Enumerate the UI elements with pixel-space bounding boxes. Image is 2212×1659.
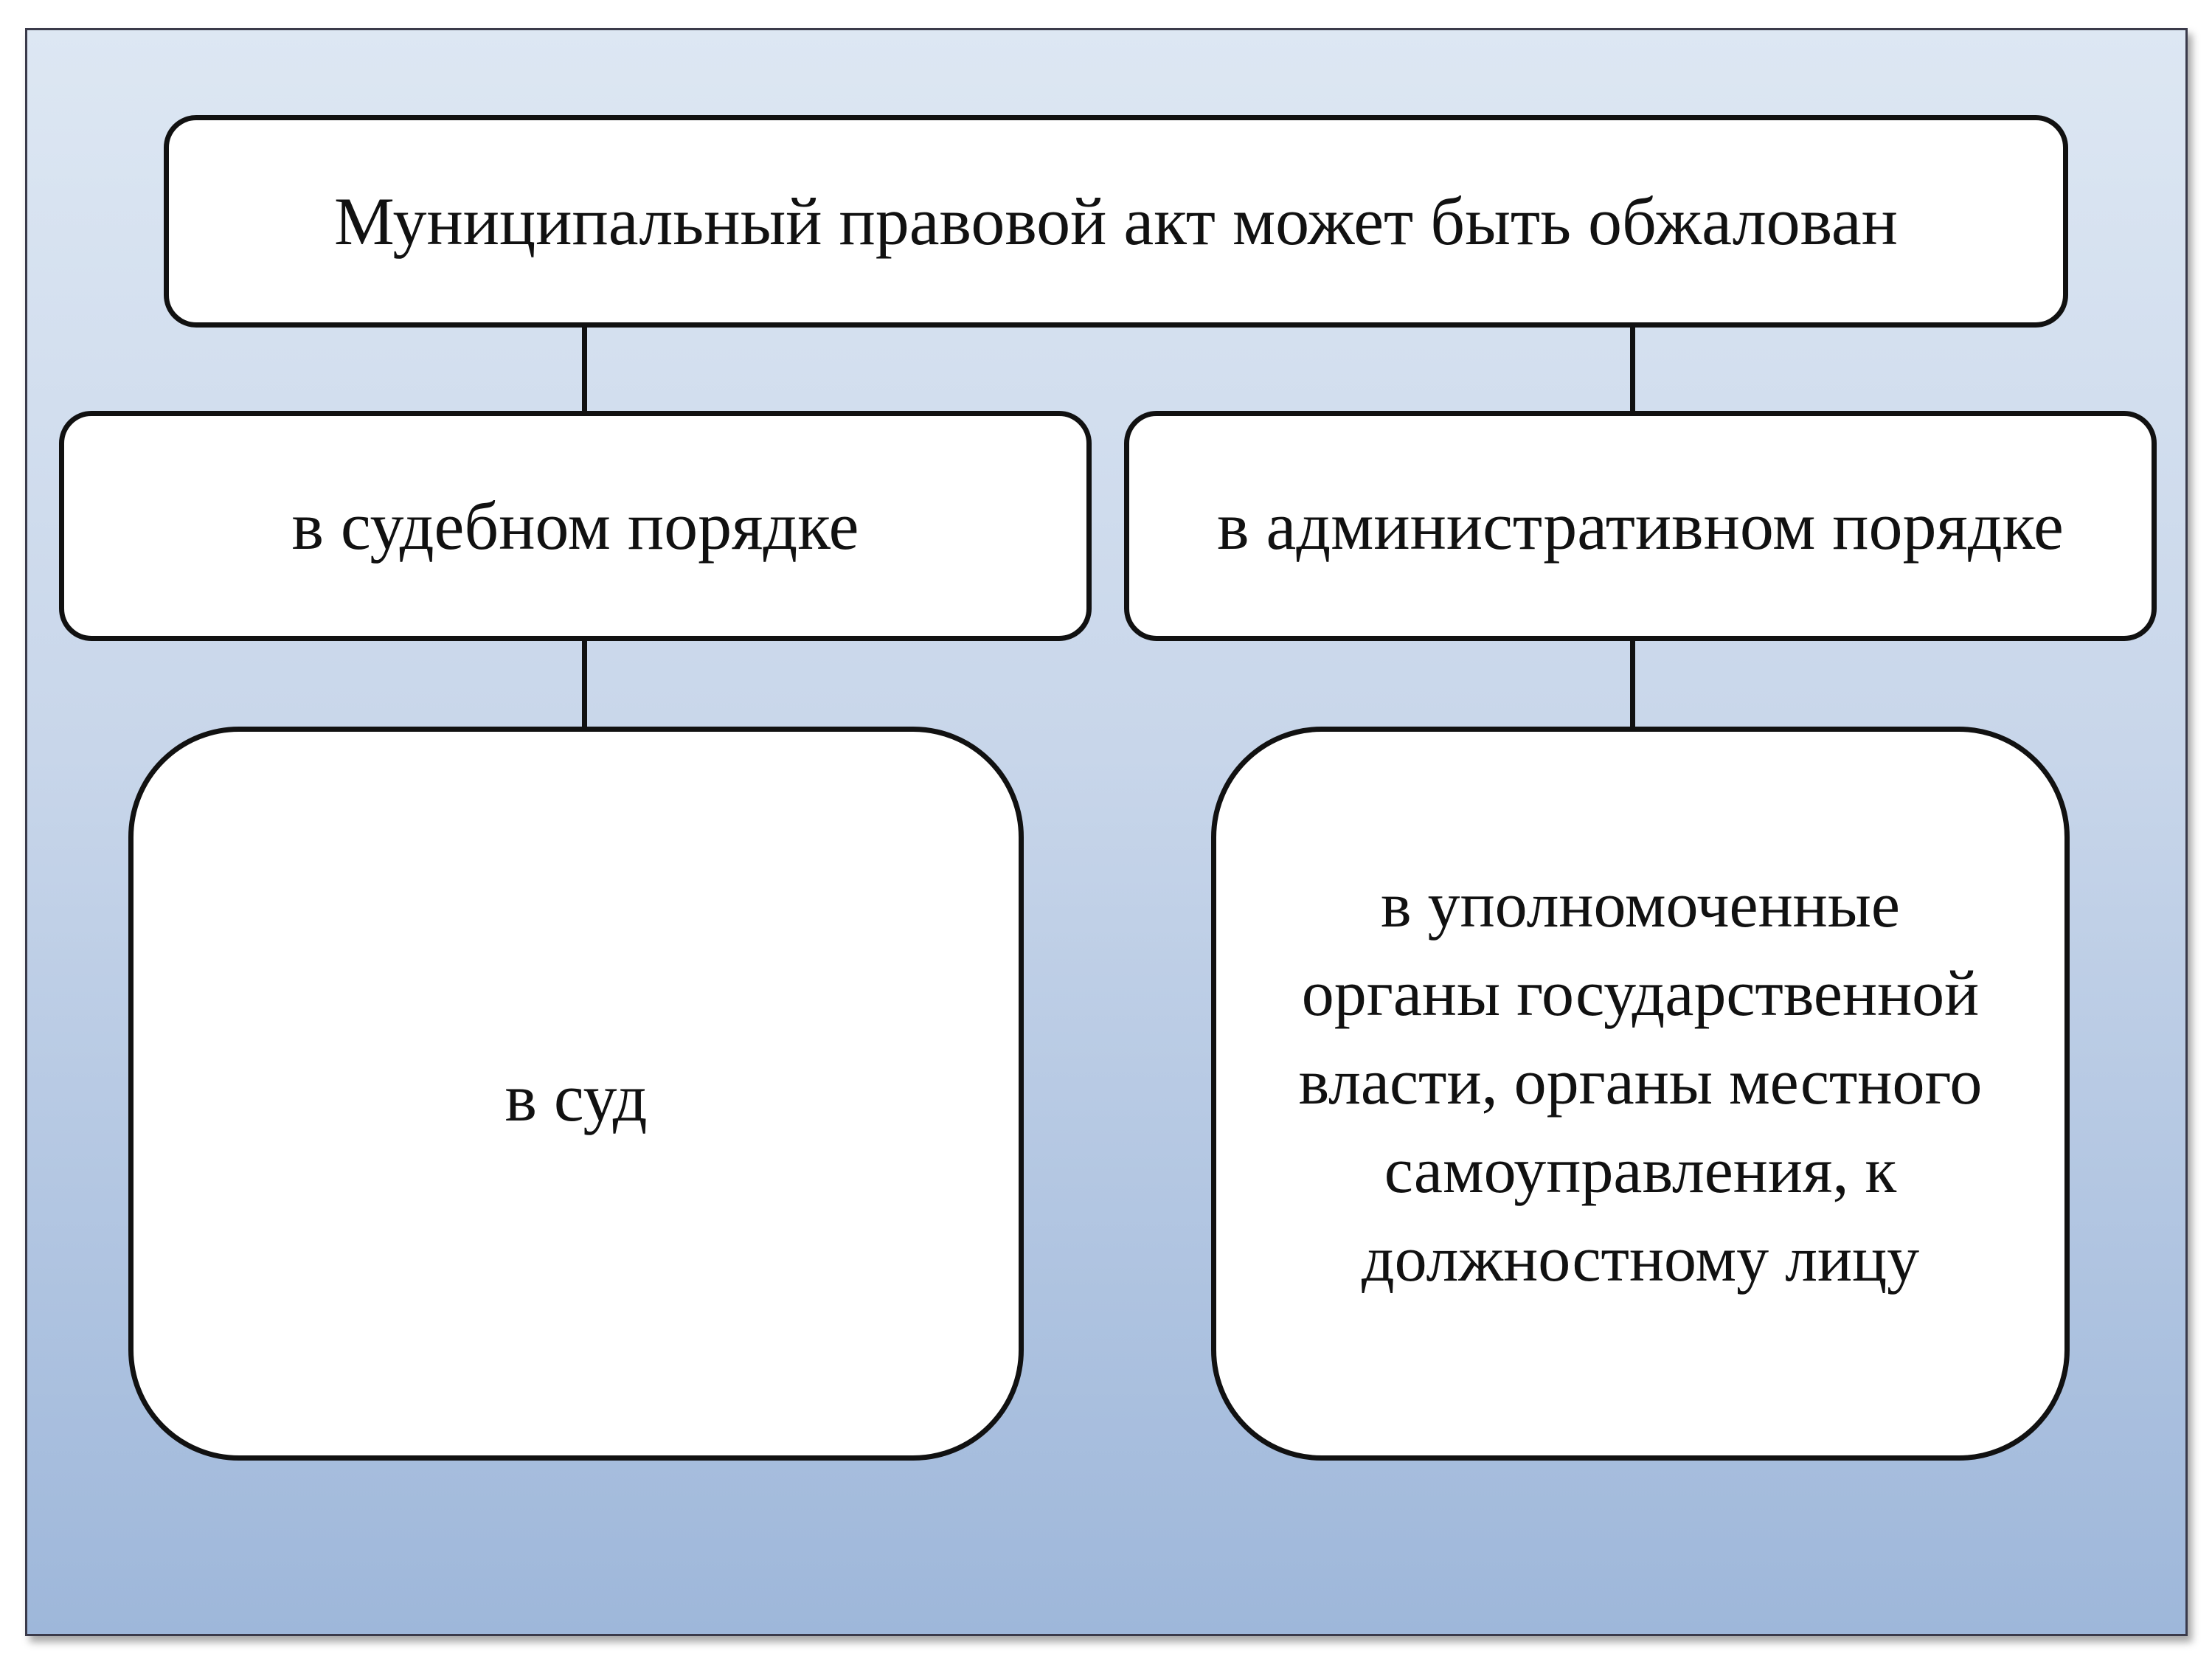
branch-administrative-label: в административном порядке bbox=[1217, 488, 2064, 564]
connector-right-bottom bbox=[1630, 641, 1635, 727]
connector-root-left bbox=[582, 328, 587, 411]
target-court-label: в суд bbox=[505, 1059, 648, 1135]
branch-administrative-node: в административном порядке bbox=[1124, 411, 2157, 641]
target-authorities-label: в уполномоченные органы государственной … bbox=[1298, 869, 1983, 1295]
branch-judicial-node: в судебном порядке bbox=[59, 411, 1092, 641]
connector-left-bottom bbox=[582, 641, 587, 727]
root-node: Муниципальный правовой акт может быть об… bbox=[164, 115, 2068, 328]
target-court-node: в суд bbox=[128, 727, 1024, 1461]
target-authorities-node: в уполномоченные органы государственной … bbox=[1211, 727, 2070, 1461]
branch-judicial-label: в судебном порядке bbox=[291, 488, 859, 564]
connector-root-right bbox=[1630, 328, 1635, 411]
root-node-label: Муниципальный правовой акт может быть об… bbox=[334, 184, 1898, 259]
